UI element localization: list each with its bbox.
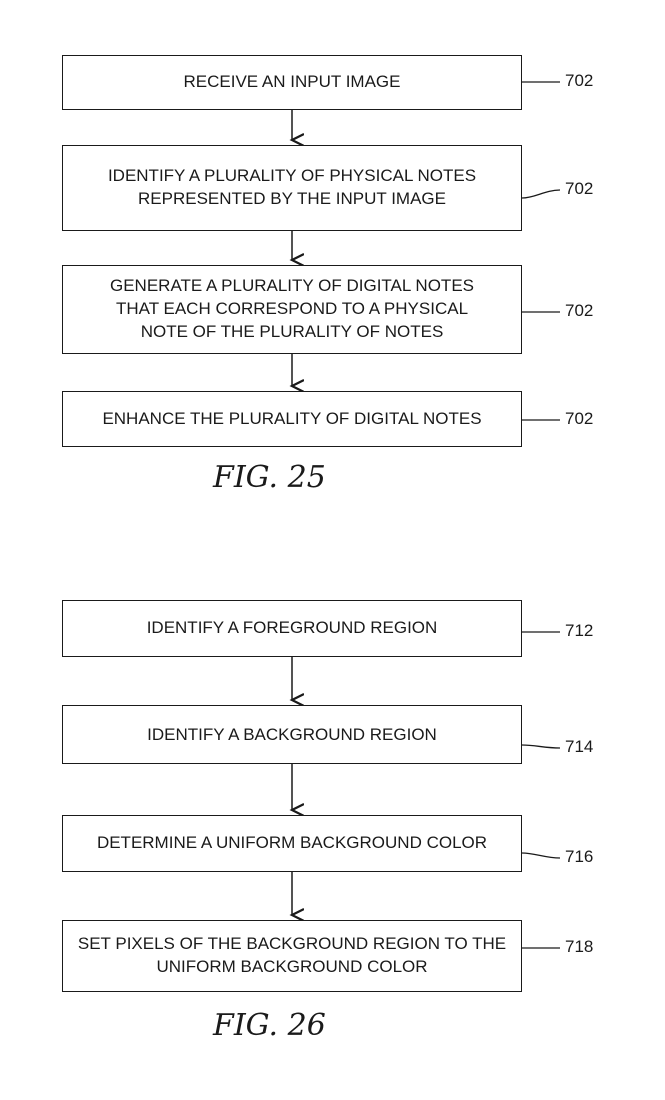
reference-numeral: 702 — [565, 71, 594, 90]
step-text: RECEIVE AN INPUT IMAGE — [183, 72, 401, 92]
step-text: IDENTIFY A PLURALITY OF PHYSICAL NOTES R… — [107, 166, 477, 208]
step-receive-input-image: RECEIVE AN INPUT IMAGE — [62, 55, 522, 110]
ref-leader — [521, 189, 561, 199]
reference-numeral: 712 — [565, 621, 594, 640]
ref-leader — [521, 744, 561, 749]
step-text: IDENTIFY A BACKGROUND REGION — [147, 725, 437, 744]
step-identify-background: IDENTIFY A BACKGROUND REGION — [62, 705, 522, 764]
reference-numeral: 702 — [565, 409, 594, 428]
step-text: IDENTIFY A FOREGROUND REGION — [146, 618, 438, 638]
figure-caption: FIG. 26 — [213, 1008, 326, 1043]
step-text: GENERATE A PLURALITY OF DIGITAL NOTES TH… — [109, 276, 474, 341]
step-determine-color: DETERMINE A UNIFORM BACKGROUND COLOR — [62, 815, 522, 872]
figure-caption: FIG. 25 — [213, 460, 326, 495]
step-identify-foreground: IDENTIFY A FOREGROUND REGION — [62, 600, 522, 657]
step-identify-physical-notes: IDENTIFY A PLURALITY OF PHYSICAL NOTES R… — [62, 145, 522, 231]
reference-numeral: 718 — [565, 937, 594, 956]
step-set-pixels: SET PIXELS OF THE BACKGROUND REGION TO T… — [62, 920, 522, 992]
reference-numeral: 714 — [565, 737, 594, 756]
step-text: DETERMINE A UNIFORM BACKGROUND COLOR — [96, 833, 488, 852]
step-enhance-digital-notes: ENHANCE THE PLURALITY OF DIGITAL NOTES — [62, 391, 522, 447]
reference-numeral: 716 — [565, 847, 594, 866]
ref-leader — [521, 852, 561, 859]
step-text: ENHANCE THE PLURALITY OF DIGITAL NOTES — [102, 408, 482, 428]
reference-numeral: 702 — [565, 179, 594, 198]
reference-numeral: 702 — [565, 301, 594, 320]
step-text: SET PIXELS OF THE BACKGROUND REGION TO T… — [77, 934, 507, 976]
step-generate-digital-notes: GENERATE A PLURALITY OF DIGITAL NOTES TH… — [62, 265, 522, 354]
